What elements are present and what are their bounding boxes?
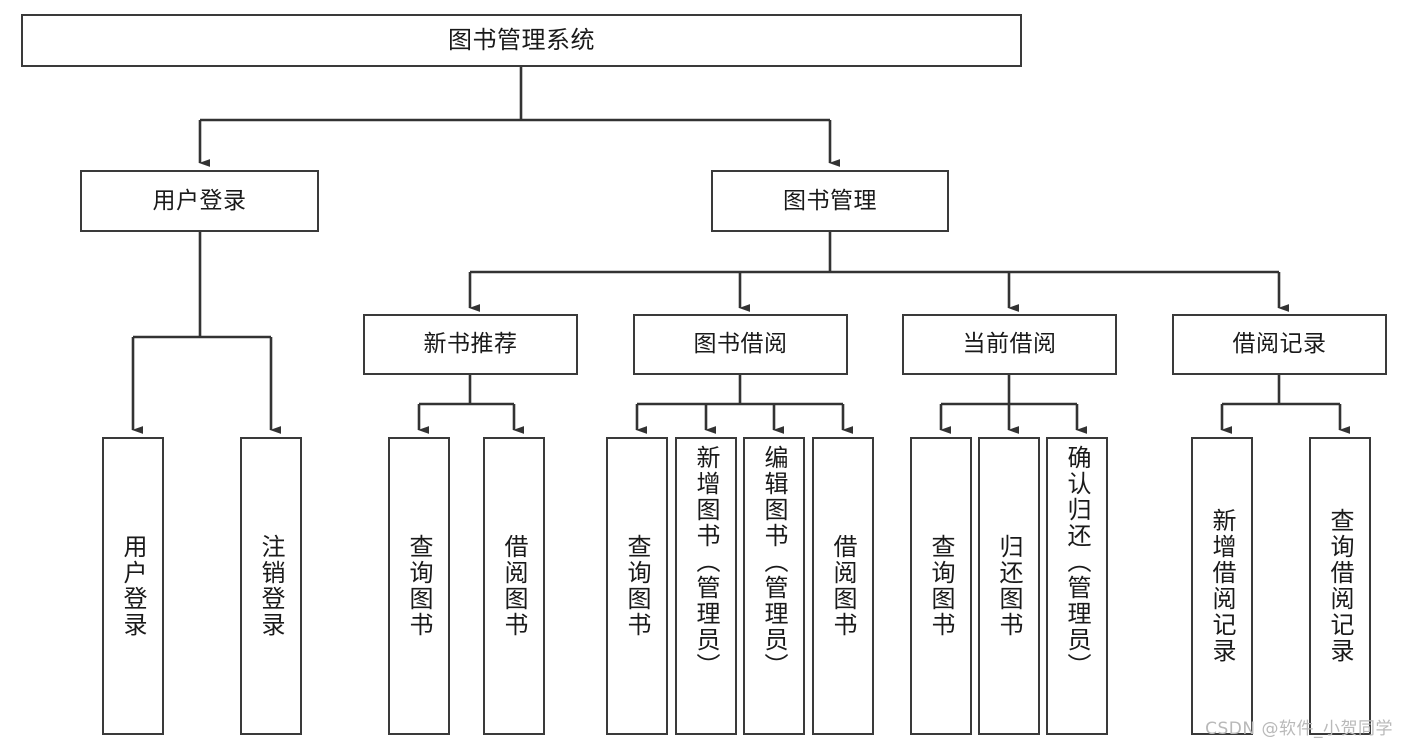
node-current-borrow[interactable]: 当前借阅 — [902, 314, 1117, 375]
leaf-confirm-return-admin[interactable]: 确认归还（管理员） — [1046, 437, 1108, 735]
leaf-query-book-current[interactable]: 查询图书 — [910, 437, 972, 735]
node-book-borrow[interactable]: 图书借阅 — [633, 314, 848, 375]
node-root-book-management-system[interactable]: 图书管理系统 — [21, 14, 1022, 67]
node-label: 当前借阅 — [962, 331, 1057, 358]
leaf-return-book[interactable]: 归还图书 — [978, 437, 1040, 735]
node-user-login[interactable]: 用户登录 — [80, 170, 319, 232]
node-book-management[interactable]: 图书管理 — [711, 170, 949, 232]
node-label: 查询借阅记录 — [1326, 508, 1354, 664]
node-label: 新书推荐 — [423, 331, 518, 358]
leaf-query-book-new-recommend[interactable]: 查询图书 — [388, 437, 450, 735]
node-label: 查询图书 — [623, 534, 651, 638]
node-label: 编辑图书（管理员） — [760, 445, 788, 679]
leaf-user-login[interactable]: 用户登录 — [102, 437, 164, 735]
leaf-add-book-admin[interactable]: 新增图书（管理员） — [675, 437, 737, 735]
leaf-add-borrow-record[interactable]: 新增借阅记录 — [1191, 437, 1253, 735]
node-new-book-recommend[interactable]: 新书推荐 — [363, 314, 578, 375]
node-label: 新增图书（管理员） — [692, 445, 720, 679]
node-label: 图书管理 — [783, 187, 877, 214]
node-label: 确认归还（管理员） — [1063, 445, 1091, 679]
leaf-logout-login[interactable]: 注销登录 — [240, 437, 302, 735]
leaf-query-borrow-record[interactable]: 查询借阅记录 — [1309, 437, 1371, 735]
leaf-borrow-book-borrow[interactable]: 借阅图书 — [812, 437, 874, 735]
node-label: 图书管理系统 — [448, 25, 595, 54]
node-label: 归还图书 — [995, 534, 1023, 638]
node-label: 用户登录 — [152, 187, 247, 214]
node-label: 注销登录 — [257, 534, 285, 638]
csdn-watermark: CSDN @软件_小贺同学 — [1205, 719, 1393, 739]
node-label: 查询图书 — [927, 534, 955, 638]
leaf-borrow-book-new-recommend[interactable]: 借阅图书 — [483, 437, 545, 735]
node-borrow-record[interactable]: 借阅记录 — [1172, 314, 1387, 375]
node-label: 图书借阅 — [693, 331, 788, 358]
node-label: 借阅图书 — [500, 534, 528, 638]
node-label: 用户登录 — [119, 534, 147, 638]
node-label: 借阅图书 — [829, 534, 857, 638]
leaf-query-book-borrow[interactable]: 查询图书 — [606, 437, 668, 735]
node-label: 借阅记录 — [1232, 331, 1327, 358]
node-label: 新增借阅记录 — [1208, 508, 1236, 664]
leaf-edit-book-admin[interactable]: 编辑图书（管理员） — [743, 437, 805, 735]
node-label: 查询图书 — [405, 534, 433, 638]
